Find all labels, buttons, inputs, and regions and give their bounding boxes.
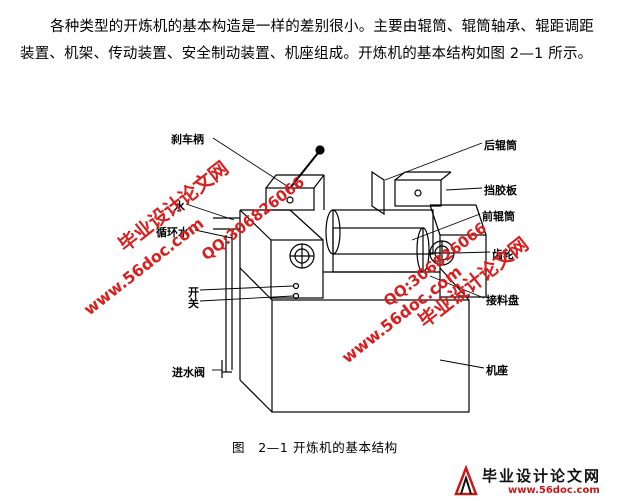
logo-url: www.56doc.com [508,485,600,496]
label-baffle: 挡胶板 [484,184,517,197]
label-switch-close: 关 [188,297,199,310]
label-front-roller: 前辊筒 [482,210,515,223]
logo-text: 毕业设计论文网 [482,467,602,485]
label-circulating-water: 循环水 [156,226,189,239]
right-frame [439,234,487,298]
body-paragraph: 各种类型的开炼机的基本构造是一样的差别很小。主要由辊筒、辊筒轴承、辊距调距装置、… [20,19,594,62]
label-brake-handle: 刹车柄 [171,133,204,146]
figure-caption: 图 2—1 开炼机的基本结构 [232,440,398,455]
site-logo: 毕业设计论文网 www.56doc.com [452,463,618,499]
label-water: 水 [174,200,185,213]
logo-emblem-icon [454,464,478,496]
label-rear-roller: 后辊筒 [484,139,517,152]
label-switch-open: 开 [188,286,199,299]
rear-roller [332,209,434,255]
front-roller [332,227,424,273]
label-gear: 齿轮 [492,248,514,261]
left-frame [270,239,324,299]
label-base: 机座 [486,364,508,377]
label-inlet-valve: 进水阀 [172,366,205,379]
label-tray: 接料盘 [486,294,519,307]
machine-base [271,299,470,413]
